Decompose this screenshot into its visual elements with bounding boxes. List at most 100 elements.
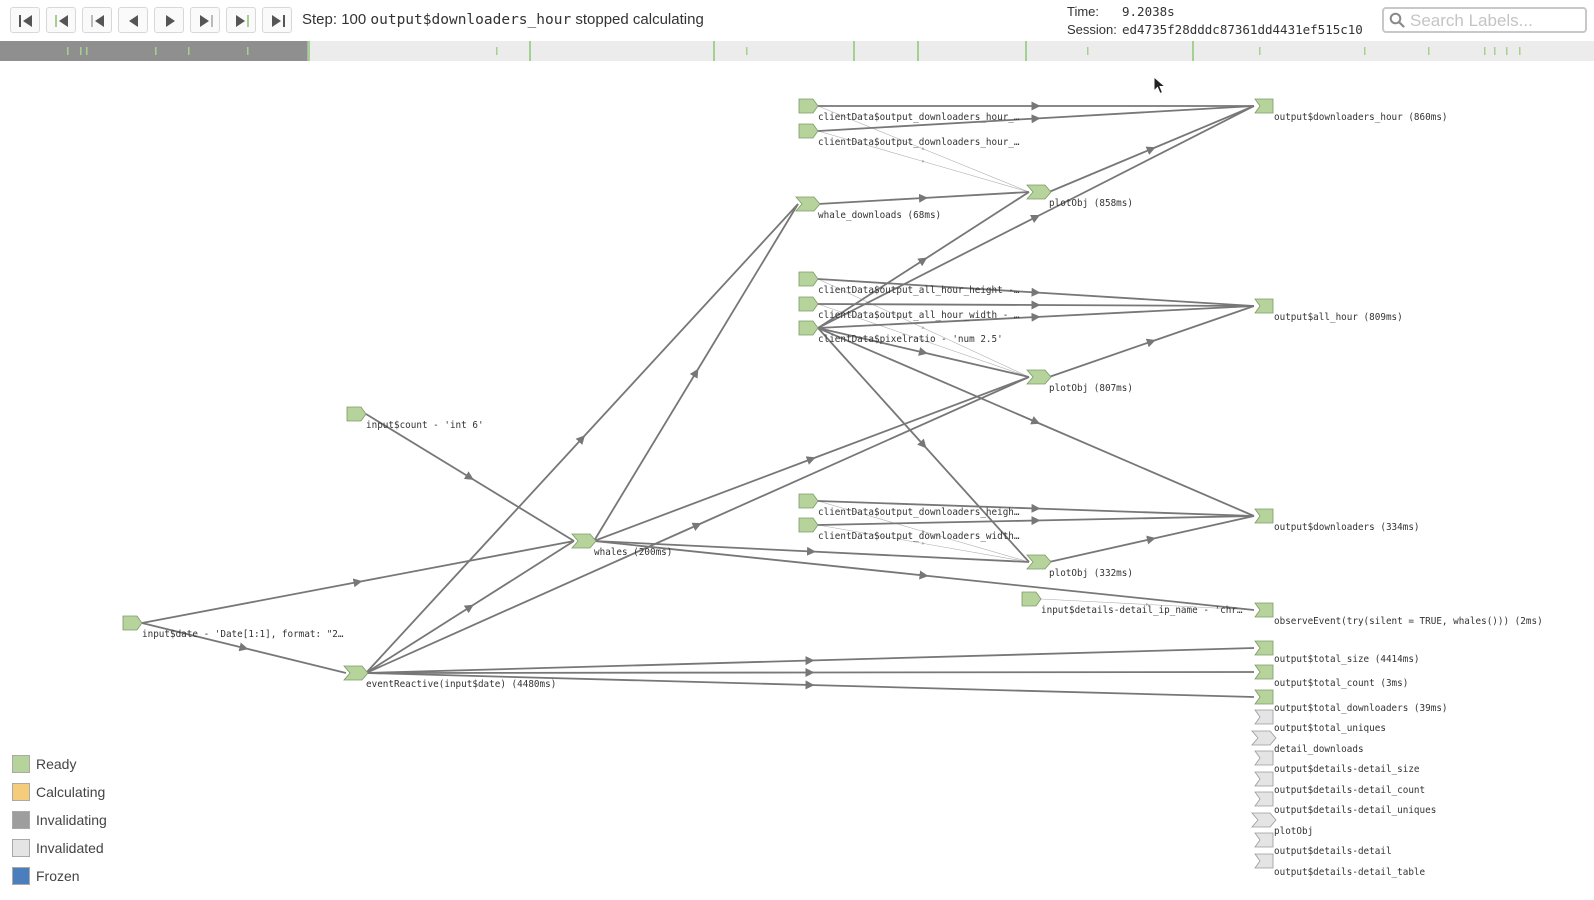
timeline-tick[interactable] bbox=[1506, 47, 1508, 55]
graph-node[interactable]: output$details-detail bbox=[1254, 832, 1392, 857]
timeline-tick[interactable] bbox=[917, 41, 919, 61]
graph-node[interactable]: clientData$output_downloaders_width… bbox=[798, 517, 1020, 542]
node-shape[interactable] bbox=[798, 493, 819, 509]
node-shape[interactable] bbox=[1254, 664, 1274, 680]
timeline-tick[interactable] bbox=[529, 41, 531, 61]
node-shape[interactable] bbox=[1254, 98, 1274, 114]
node-shape[interactable] bbox=[1026, 554, 1052, 570]
timeline-scrubber[interactable] bbox=[0, 40, 1594, 64]
node-shape[interactable] bbox=[798, 320, 819, 336]
timeline-tick[interactable] bbox=[67, 47, 69, 55]
next-step-button[interactable] bbox=[154, 7, 184, 33]
node-shape[interactable] bbox=[1026, 369, 1052, 385]
node-shape[interactable] bbox=[798, 98, 819, 114]
prev-idle-button[interactable] bbox=[46, 7, 76, 33]
node-shape[interactable] bbox=[798, 123, 819, 139]
node-shape[interactable] bbox=[343, 665, 369, 681]
node-shape[interactable] bbox=[798, 296, 819, 312]
node-shape[interactable] bbox=[1254, 602, 1274, 618]
graph-node[interactable]: clientData$output_downloaders_hour_… bbox=[798, 123, 1020, 148]
timeline-tick[interactable] bbox=[188, 47, 190, 55]
graph-node[interactable]: output$details-detail_count bbox=[1254, 771, 1425, 796]
node-shape[interactable] bbox=[1254, 771, 1274, 787]
graph-node[interactable]: whale_downloads (68ms) bbox=[795, 196, 941, 221]
timeline-tick[interactable] bbox=[308, 41, 310, 61]
node-shape[interactable] bbox=[571, 533, 597, 549]
graph-node[interactable]: plotObj bbox=[1251, 812, 1313, 837]
node-label: observeEvent(try(silent = TRUE, whales()… bbox=[1274, 616, 1543, 627]
node-shape[interactable] bbox=[1254, 640, 1274, 656]
timeline-tick[interactable] bbox=[1192, 41, 1194, 61]
timeline-tick[interactable] bbox=[1087, 47, 1089, 55]
node-shape[interactable] bbox=[122, 615, 143, 631]
node-shape[interactable] bbox=[1254, 709, 1274, 725]
graph-node[interactable]: eventReactive(input$date) (4480ms) bbox=[343, 665, 556, 690]
graph-node[interactable]: output$details-detail_uniques bbox=[1254, 791, 1436, 816]
graph-node[interactable]: clientData$output_all_hour_width - … bbox=[798, 296, 1020, 321]
graph-node[interactable]: plotObj (807ms) bbox=[1026, 369, 1133, 394]
prev-step-button[interactable] bbox=[118, 7, 148, 33]
graph-node[interactable]: output$details-detail_size bbox=[1254, 750, 1420, 775]
timeline-tick[interactable] bbox=[1364, 47, 1366, 55]
node-shape[interactable] bbox=[1251, 812, 1277, 828]
next-idle-icon bbox=[236, 15, 249, 27]
graph-node[interactable]: output$total_size (4414ms) bbox=[1254, 640, 1420, 665]
node-shape[interactable] bbox=[795, 196, 821, 212]
graph-node[interactable]: clientData$output_downloaders_heigh… bbox=[798, 493, 1020, 518]
timeline-tick[interactable] bbox=[1428, 47, 1430, 55]
node-shape[interactable] bbox=[1251, 730, 1277, 746]
last-step-button[interactable] bbox=[262, 7, 292, 33]
search-input[interactable] bbox=[1408, 10, 1587, 32]
node-shape[interactable] bbox=[1026, 184, 1052, 200]
graph-node[interactable]: whales (200ms) bbox=[571, 533, 672, 558]
legend-swatch bbox=[12, 811, 30, 829]
node-shape[interactable] bbox=[1254, 853, 1274, 869]
timeline-tick[interactable] bbox=[1494, 47, 1496, 55]
graph-node[interactable]: input$details-detail_ip_name - 'chr… bbox=[1021, 591, 1243, 616]
timeline-tick[interactable] bbox=[80, 47, 82, 55]
graph-node[interactable]: output$details-detail_table bbox=[1254, 853, 1426, 878]
timeline-tick[interactable] bbox=[1484, 47, 1486, 55]
prev-output-button[interactable] bbox=[82, 7, 112, 33]
timeline-track[interactable] bbox=[0, 41, 1594, 61]
timeline-tick[interactable] bbox=[1025, 41, 1027, 61]
graph-node[interactable]: output$total_count (3ms) bbox=[1254, 664, 1408, 689]
graph-node[interactable]: plotObj (332ms) bbox=[1026, 554, 1133, 579]
node-shape[interactable] bbox=[798, 517, 819, 533]
graph-node[interactable]: detail_downloads bbox=[1251, 730, 1364, 755]
graph-node[interactable]: output$total_downloaders (39ms) bbox=[1254, 689, 1448, 714]
graph-node[interactable]: clientData$output_all_hour_height -… bbox=[798, 271, 1020, 296]
first-step-button[interactable] bbox=[10, 7, 40, 33]
graph-node[interactable]: clientData$output_downloaders_hour_… bbox=[798, 98, 1020, 123]
node-shape[interactable] bbox=[1254, 832, 1274, 848]
node-shape[interactable] bbox=[1021, 591, 1042, 607]
graph-node[interactable]: observeEvent(try(silent = TRUE, whales()… bbox=[1254, 602, 1543, 627]
graph-node[interactable]: output$total_uniques bbox=[1254, 709, 1386, 734]
node-shape[interactable] bbox=[1254, 689, 1274, 705]
graph-node[interactable]: input$count - 'int 6' bbox=[346, 406, 484, 431]
graph-node[interactable]: output$downloaders (334ms) bbox=[1254, 508, 1420, 533]
timeline-tick[interactable] bbox=[247, 47, 249, 55]
next-idle-button[interactable] bbox=[226, 7, 256, 33]
graph-node[interactable]: clientData$pixelratio - 'num 2.5' bbox=[798, 320, 1003, 345]
graph-node[interactable]: plotObj (858ms) bbox=[1026, 184, 1133, 209]
graph-node[interactable]: output$downloaders_hour (860ms) bbox=[1254, 98, 1448, 123]
timeline-tick[interactable] bbox=[853, 41, 855, 61]
timeline-tick[interactable] bbox=[713, 41, 715, 61]
timeline-tick[interactable] bbox=[746, 47, 748, 55]
graph-node[interactable]: input$date - 'Date[1:1], format: "2… bbox=[122, 615, 344, 640]
next-output-button[interactable] bbox=[190, 7, 220, 33]
node-shape[interactable] bbox=[1254, 791, 1274, 807]
timeline-tick[interactable] bbox=[155, 47, 157, 55]
node-shape[interactable] bbox=[1254, 750, 1274, 766]
graph-node[interactable]: output$all_hour (809ms) bbox=[1254, 298, 1403, 323]
node-shape[interactable] bbox=[1254, 508, 1274, 524]
search-box[interactable] bbox=[1382, 7, 1587, 33]
timeline-tick[interactable] bbox=[1259, 47, 1261, 55]
timeline-tick[interactable] bbox=[1519, 47, 1521, 55]
timeline-tick[interactable] bbox=[86, 47, 88, 55]
timeline-tick[interactable] bbox=[496, 47, 498, 55]
node-shape[interactable] bbox=[798, 271, 819, 287]
node-shape[interactable] bbox=[346, 406, 367, 422]
node-shape[interactable] bbox=[1254, 298, 1274, 314]
